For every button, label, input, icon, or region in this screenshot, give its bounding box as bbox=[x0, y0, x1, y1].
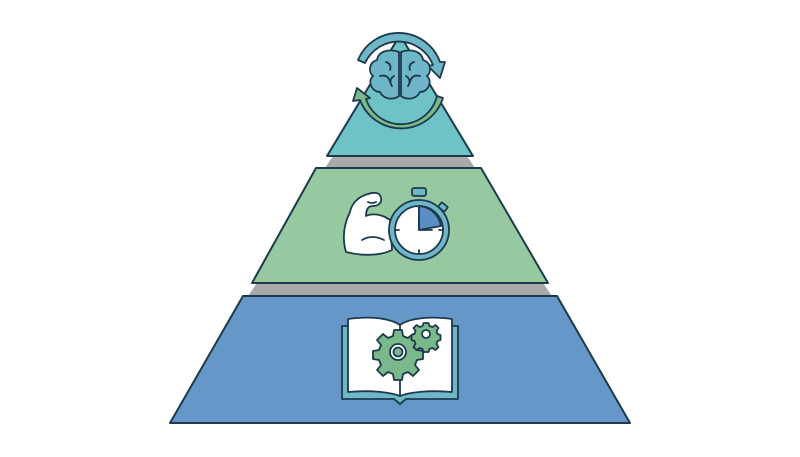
brain-icon bbox=[369, 49, 431, 100]
separator-band-upper bbox=[325, 156, 475, 168]
brain-with-cycle-arrows-icon bbox=[352, 32, 446, 130]
open-book-with-gears-icon bbox=[341, 316, 459, 405]
flexed-arm-icon bbox=[343, 191, 393, 256]
stopwatch-icon bbox=[388, 187, 450, 261]
separator-band-lower bbox=[248, 283, 552, 296]
pyramid-tier-top bbox=[326, 34, 474, 157]
cycle-arrow-top-icon bbox=[357, 32, 446, 79]
cycle-arrow-bottom-icon bbox=[352, 87, 444, 130]
small-gear-icon bbox=[410, 322, 442, 353]
